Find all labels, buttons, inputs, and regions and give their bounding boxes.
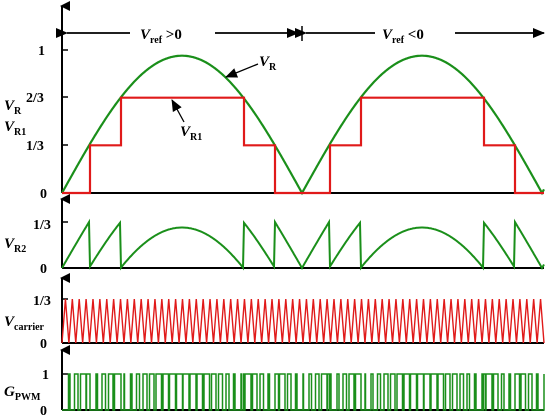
panel4-tick-label-1: 1 xyxy=(42,368,49,383)
label-vr1: VR1 xyxy=(180,124,202,143)
panel4-tick-label-0: 0 xyxy=(40,404,47,419)
carrier-triangle-wave xyxy=(61,298,545,344)
panel1-tick-label-1: 1 xyxy=(38,44,45,59)
panel3-tick-label-1-3: 1/3 xyxy=(33,294,51,309)
panel3-tick-label-0: 0 xyxy=(40,337,47,352)
panel2-tick-label-1-3: 1/3 xyxy=(33,218,51,233)
panel1-tick-label-0: 0 xyxy=(40,187,47,202)
panel-gpwm: 1 0 GPWM xyxy=(4,345,545,419)
panel1-ylabel-vr1: VR1 xyxy=(4,119,26,138)
label-arrow-vr xyxy=(225,63,259,78)
region-label-negative: Vref <0 xyxy=(382,27,424,46)
label-arrow-vr1 xyxy=(171,99,185,123)
panel1-ylabel-vr: VR xyxy=(4,98,22,117)
panel4-ylabel: GPWM xyxy=(4,384,41,403)
region-label-positive: Vref >0 xyxy=(140,27,182,46)
vr1-step-curve xyxy=(62,96,544,195)
panel1-tick-label-1-3: 1/3 xyxy=(26,139,44,154)
panel2-ylabel: VR2 xyxy=(4,236,26,255)
label-vr: VR xyxy=(259,54,277,73)
panel1-tick-label-2-3: 2/3 xyxy=(26,91,44,106)
panel2-tick-label-0: 0 xyxy=(40,262,47,277)
panel-carrier: 1/3 0 Vcarrier xyxy=(4,273,545,352)
gpwm-pulse-train xyxy=(62,373,545,411)
vr-sine-curve xyxy=(61,54,545,196)
vr2-residual-curve xyxy=(61,218,545,271)
panel-vr2: 1/3 0 VR2 xyxy=(4,194,545,277)
panel-vr-vr1: 1 2/3 1/3 0 VR VR1 Vref >0 Vref <0 VR VR… xyxy=(4,1,545,202)
panel3-ylabel: Vcarrier xyxy=(4,314,45,333)
